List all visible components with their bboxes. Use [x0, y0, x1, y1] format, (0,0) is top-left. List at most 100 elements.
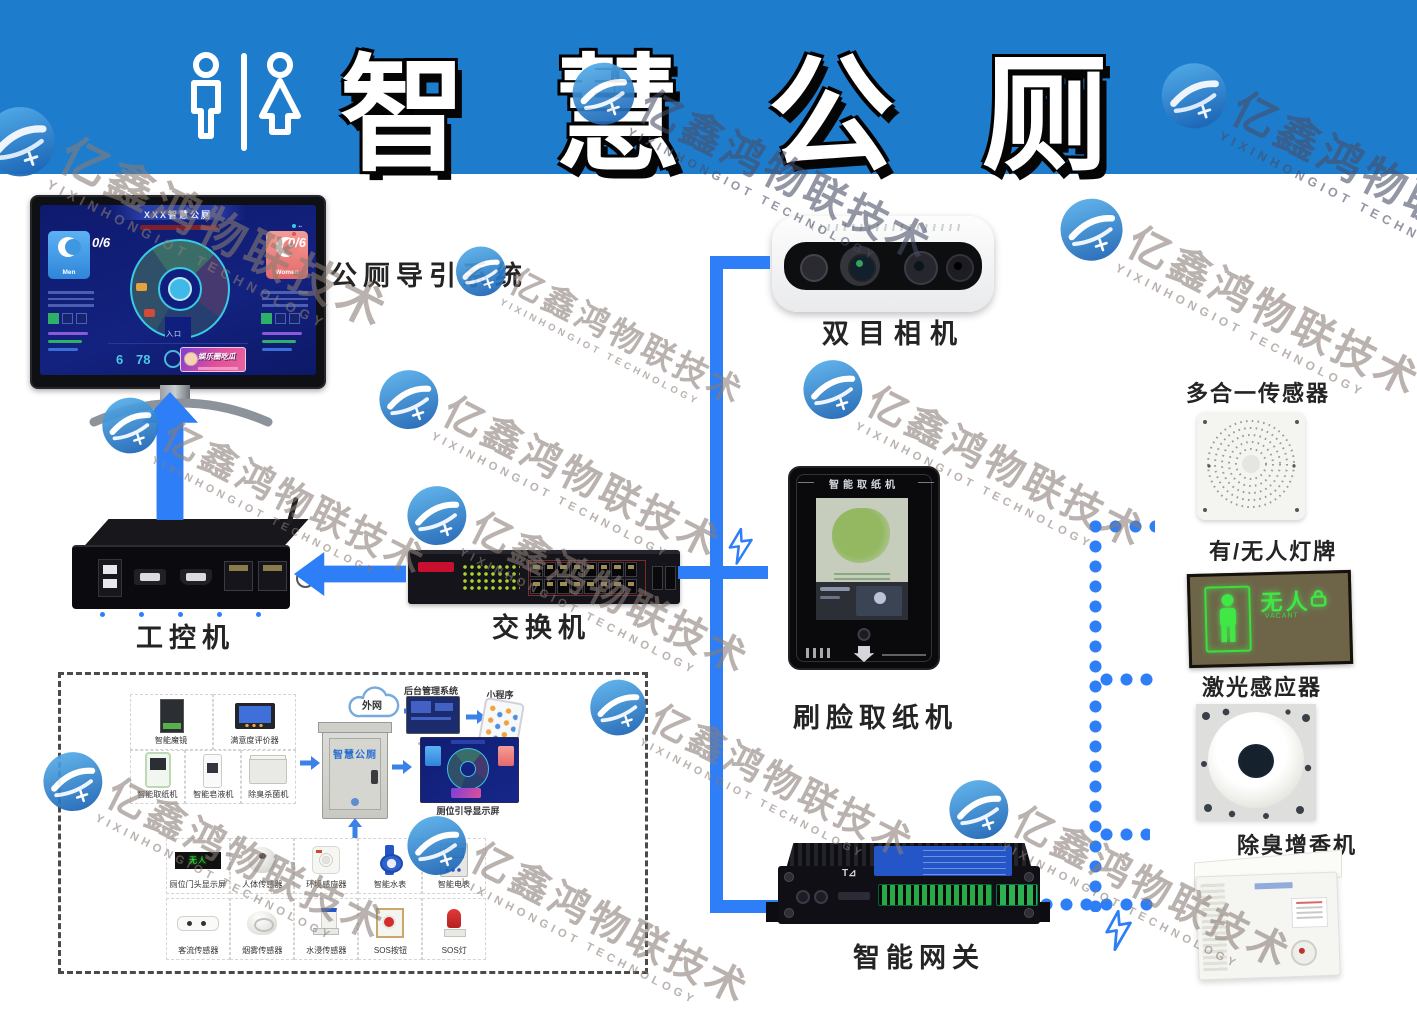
brand-logo-icon [939, 770, 1019, 850]
body-sensor-image [248, 847, 276, 873]
gateway-gpo-button [814, 890, 828, 904]
restroom-icon [191, 52, 301, 151]
stat-total: 78 [136, 352, 151, 367]
laser-sensor-photo [1196, 704, 1316, 820]
ethernet-port-2 [258, 561, 287, 591]
wireless-bolt-icon [1105, 909, 1132, 952]
binocular-camera-photo [772, 216, 994, 312]
brand-logo-icon [397, 476, 477, 556]
backend-monitor-image [406, 696, 460, 745]
satisfaction-panel-image [234, 703, 275, 729]
dashboard-titlebar [110, 205, 246, 220]
wireless-bolt-icon [728, 527, 753, 565]
map-legend: ▪▪▪▪ [292, 223, 302, 239]
gateway-antenna-mark: T⊿ [842, 868, 857, 879]
line-vertical-trunk [710, 256, 723, 913]
integration-dashed-box [58, 672, 648, 974]
guidance-dashboard-screen: XXX智慧公厕 Men 0/6 Women 0/6 ▪▪▪▪ 入口 [40, 205, 316, 375]
network-switch-photo [408, 550, 680, 604]
smart-toilet-poster: { "header": { "title": "智慧公厕", "icon": "… [0, 0, 1417, 992]
sign-person-frame [1204, 585, 1252, 653]
person-icon [1219, 594, 1237, 643]
gateway-reset-button [796, 890, 810, 904]
backend-label: 后台管理系统 [403, 686, 458, 696]
gateway-sim-slot [838, 892, 870, 900]
dotted-branch-deodorizer [1100, 828, 1150, 841]
dotted-bus-vertical [1089, 520, 1102, 912]
stall-map-hub [168, 277, 192, 301]
stall-door-display-image: 无人 [175, 851, 221, 869]
occupancy-sign-photo: 无人 VACANT [1186, 569, 1354, 669]
brand-logo-icon [369, 360, 449, 440]
dotted-branch-gateway [1040, 898, 1154, 911]
laser-aperture [1238, 744, 1274, 778]
dashboard-title: XXX智慧公厕 [143, 210, 213, 220]
guidance-system-label: 公厕导引系统 [330, 261, 528, 291]
switch-led-grid [462, 564, 520, 590]
ad-face [184, 352, 198, 366]
guidance-monitor: XXX智慧公厕 Men 0/6 Women 0/6 ▪▪▪▪ 入口 [30, 195, 326, 389]
header-banner: 智慧公厕 [0, 0, 1417, 186]
line-gateway-branch [710, 900, 780, 913]
face-paper-dispenser-photo: 智能取纸机 [788, 466, 940, 670]
smart-gateway-label: 智能网关 [853, 943, 985, 973]
sos-button-image [376, 908, 404, 938]
men-card: Men [48, 231, 90, 279]
sensor-row-1: 无人厕位门头显示屏 人体传感器 环境感应器 智能水表 智能电表 [166, 838, 486, 894]
women-stall-squares [261, 313, 300, 324]
dispenser-header-text: 智能取纸机 [790, 476, 938, 491]
smart-mirror-image [159, 699, 184, 733]
binocular-camera-label: 双目相机 [822, 319, 966, 349]
ad-banner: 娱乐圈吃瓜 [180, 347, 246, 372]
entrance-label: 入口 [166, 331, 182, 338]
soap-dispenser-image [203, 754, 223, 788]
device-cell: 除臭杀菌机 [240, 750, 296, 804]
switch-brand-logo [418, 562, 454, 572]
miniapp-label: 小程序 [486, 690, 514, 700]
sensor-row-2: 客流传感器 烟雾传感器 水浸传感器 SOS按钮 SOS灯 [166, 898, 486, 960]
laser-sensor-label: 激光感应器 [1202, 675, 1323, 700]
alert-strip [140, 225, 218, 230]
face-paper-dispenser-label: 刷脸取纸机 [793, 703, 958, 733]
brand-logo-icon [1049, 188, 1134, 272]
device-cell: 智能取纸机 [130, 750, 186, 804]
industrial-pc-photo [72, 545, 315, 609]
poster-title: 智慧公厕 [340, 45, 1196, 186]
usb-ports [98, 559, 122, 597]
ethernet-port-1 [224, 561, 253, 591]
switch-uplink-ports [652, 566, 676, 590]
men-air-bars [48, 327, 94, 356]
sterilizer-image [249, 755, 288, 784]
male-head-icon [58, 237, 81, 257]
line-switch-dispenser [678, 566, 768, 579]
cabinet-handle [371, 770, 378, 784]
men-count: 0/6 [92, 235, 111, 250]
brand-logo-icon [793, 350, 873, 430]
water-leak-sensor-image [311, 908, 341, 938]
camera-lens-1 [800, 254, 828, 282]
dotted-branch-laser [1100, 673, 1155, 686]
stall-guidance-mini-screen [420, 737, 519, 803]
camera-lens-strip [784, 242, 982, 290]
arrow-switch-to-pc [294, 552, 406, 596]
environment-sensor-image [312, 846, 340, 874]
industrial-pc-label: 工控机 [136, 623, 235, 653]
cabinet-text: 智慧公厕 [333, 750, 377, 761]
women-card: Women [266, 231, 308, 279]
men-stat-lines [48, 287, 94, 311]
switch-ports [528, 560, 646, 596]
passenger-flow-sensor-image [177, 915, 219, 931]
smoke-sensor-image [247, 911, 277, 935]
deodorizer-vent [1200, 882, 1228, 972]
occupancy-sign-label: 有/无人灯牌 [1209, 539, 1338, 564]
device-cell: 智能皂液机 [185, 750, 241, 804]
cloud-label: 外网 [362, 701, 382, 712]
women-count: 0/6 [287, 235, 306, 250]
women-stat-lines [262, 287, 308, 311]
multi-sensor-label: 多合一传感器 [1186, 381, 1331, 406]
paper-dispenser-image [144, 752, 171, 788]
deodorizer-control [1290, 939, 1318, 967]
cloud-icon [348, 686, 400, 718]
front-end-device-grid: 智能魔镜 满意度评价器 智能取纸机 智能皂液机 除臭杀菌机 [130, 694, 296, 804]
